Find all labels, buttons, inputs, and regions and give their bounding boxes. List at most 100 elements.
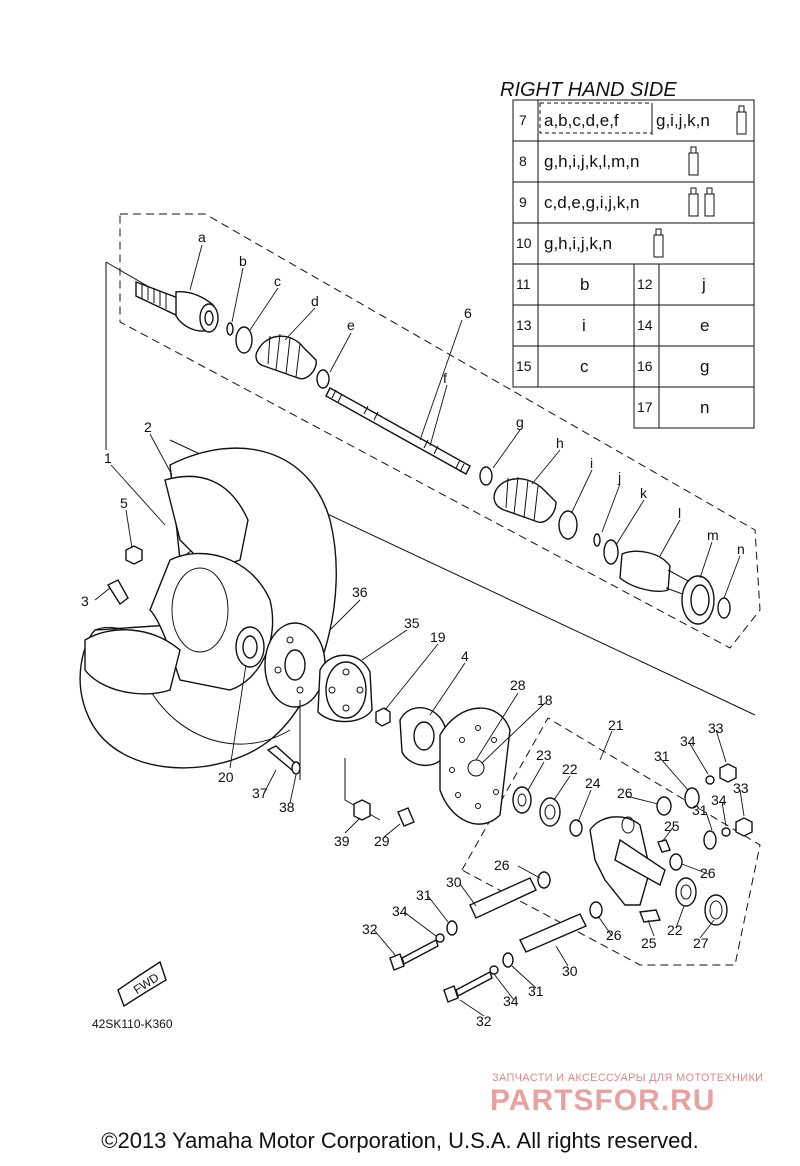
wheel-hub: [317, 654, 373, 723]
row-16-part: g: [700, 357, 709, 376]
inner-boot: [493, 476, 557, 523]
knuckle-group-outline: [461, 717, 761, 966]
washer: [291, 761, 301, 775]
washer-31d: [502, 952, 514, 968]
driveshaft-group-outline: [119, 213, 761, 649]
bushing-26b: [669, 853, 683, 871]
row-15-number: 15: [516, 358, 532, 374]
callout-27: 27: [693, 935, 709, 951]
copyright-notice: ©2013 Yamaha Motor Corporation, U.S.A. A…: [101, 1128, 699, 1153]
callout-26c: 26: [494, 857, 510, 873]
collar-30b: [519, 913, 587, 953]
callout-1: 1: [104, 450, 112, 466]
callout-18: 18: [537, 692, 553, 708]
watermark-subtitle: ЗАПЧАСТИ И АКСЕССУАРЫ ДЛЯ МОТОТЕХНИКИ: [492, 1072, 764, 1084]
bearing-seal: [235, 626, 265, 668]
parts-table: RIGHT HAND SIDE 7 a,b,c,d,e,f g,i,j,k,n …: [500, 79, 755, 429]
stopper-ring: [603, 539, 619, 565]
row-10-number: 10: [516, 235, 532, 251]
grease-nipple: [657, 839, 671, 853]
callout-25a: 25: [664, 818, 680, 834]
diagram-code: 42SK110-K360: [92, 1017, 173, 1031]
boot-band-g: [479, 466, 493, 486]
washer-31: [684, 787, 700, 809]
callout-31d: 31: [528, 983, 544, 999]
callout-23: 23: [536, 747, 552, 763]
callout-29: 29: [374, 833, 390, 849]
callout-26d: 26: [606, 927, 622, 943]
callout-26b: 26: [700, 865, 716, 881]
callout-30a: 30: [446, 874, 462, 890]
callout-3: 3: [81, 593, 89, 609]
callout-22a: 22: [562, 761, 578, 777]
callout-35: 35: [404, 615, 420, 631]
callout-n: n: [737, 541, 745, 557]
row-12-number: 12: [637, 276, 653, 292]
valve-stem: [106, 579, 129, 606]
callout-2: 2: [144, 419, 152, 435]
washer-34d: [489, 965, 499, 975]
callout-31b: 31: [692, 802, 708, 818]
washer-31c: [446, 920, 458, 936]
drive-shaft: [325, 387, 471, 475]
callout-5: 5: [120, 495, 128, 511]
nut-33b: [735, 817, 753, 837]
row-7-boxed-parts: a,b,c,d,e,f: [544, 111, 619, 130]
callout-labels: a b c d e f g h i j k l m n 1 2 3 4 5 6 …: [81, 229, 749, 1029]
row-7-number: 7: [519, 112, 527, 128]
row-13-part: i: [582, 316, 586, 335]
row-14-number: 14: [637, 317, 653, 333]
steering-knuckle: [589, 816, 666, 906]
callout-26a: 26: [617, 785, 633, 801]
row-11-part: b: [580, 275, 589, 294]
row-14-part: e: [700, 316, 709, 335]
circlip-j: [593, 533, 601, 547]
boot-band-small: [316, 369, 330, 389]
callout-38: 38: [279, 799, 295, 815]
collar: [375, 707, 391, 727]
hub-nut: [125, 545, 143, 565]
row-10-parts: g,h,i,j,k,n: [544, 234, 612, 253]
row-16-number: 16: [637, 358, 653, 374]
bushing-26c: [537, 871, 551, 889]
callout-37: 37: [252, 785, 268, 801]
bolt-32: [389, 938, 439, 971]
callout-d: d: [311, 293, 319, 309]
callout-4: 4: [461, 648, 469, 664]
bearing-22: [539, 797, 561, 827]
washer-31b: [703, 830, 717, 850]
callout-33b: 33: [733, 780, 749, 796]
table-title: RIGHT HAND SIDE: [500, 79, 677, 101]
callout-34a: 34: [680, 733, 696, 749]
brake-plate: [264, 622, 326, 708]
callout-34d: 34: [503, 993, 519, 1009]
grease-nipple-b: [639, 909, 661, 923]
callout-32b: 32: [476, 1013, 492, 1029]
callout-19: 19: [430, 629, 446, 645]
grease-tube-icon: [736, 105, 747, 135]
callout-c: c: [274, 273, 281, 289]
row-11-number: 11: [516, 276, 531, 292]
bearing-23: [512, 786, 532, 814]
callout-34c: 34: [392, 903, 408, 919]
row-8-parts: g,h,i,j,k,l,m,n: [544, 152, 639, 171]
callout-30b: 30: [562, 963, 578, 979]
callout-k: k: [640, 485, 648, 501]
callout-22b: 22: [667, 922, 683, 938]
callout-g: g: [516, 414, 524, 430]
brake-disc: [439, 707, 511, 825]
forward-arrow-icon: FWD: [117, 960, 167, 1008]
leader-lines: [94, 244, 745, 1017]
row-9-parts: c,d,e,g,i,j,k,n: [544, 193, 639, 212]
callout-b: b: [239, 253, 247, 269]
callout-6: 6: [464, 305, 472, 321]
row-17-number: 17: [637, 399, 653, 415]
collar-30: [469, 877, 537, 919]
callout-h: h: [556, 435, 564, 451]
nut-33: [719, 763, 737, 783]
callout-31a: 31: [654, 748, 670, 764]
circlip-n: [717, 597, 731, 619]
callout-33a: 33: [708, 720, 724, 736]
watermark-logo: PARTSFOR.RU: [490, 1084, 716, 1117]
row-7-parts: g,i,j,k,n: [656, 111, 710, 130]
